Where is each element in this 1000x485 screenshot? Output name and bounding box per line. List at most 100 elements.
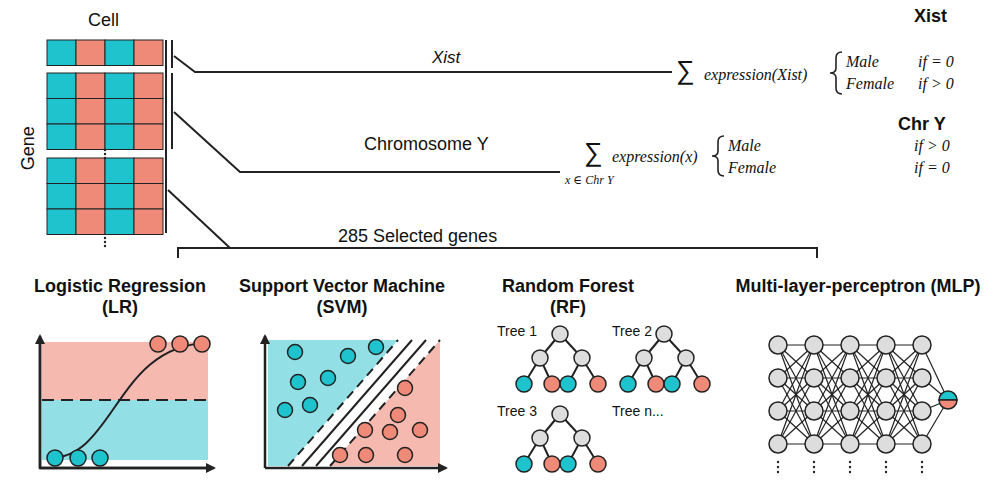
matrix-cell [134, 73, 163, 99]
formula-case: Male [846, 53, 879, 71]
tree-label: Tree 2 [612, 323, 652, 339]
ellipsis-dot [104, 241, 106, 243]
matrix-cell [105, 99, 134, 125]
line-label: Xist [432, 48, 460, 68]
dot [664, 376, 680, 392]
dot [678, 350, 694, 366]
stroke [939, 400, 957, 409]
dot [544, 456, 560, 472]
stroke [850, 345, 886, 444]
matrix-cell [76, 99, 105, 125]
dot [532, 430, 548, 446]
axis-label: Cell [88, 10, 119, 31]
sum-symbol: ∑ [676, 56, 695, 86]
ellipsis-dot [104, 157, 106, 159]
stroke [778, 345, 814, 444]
neural-network [769, 336, 957, 473]
dot [544, 376, 560, 392]
tree-label: Tree 1 [497, 323, 537, 339]
ellipsis-dot [104, 153, 106, 155]
dot [590, 376, 606, 392]
dot [648, 376, 664, 392]
dot [769, 402, 787, 420]
matrix-cell [134, 158, 163, 184]
ellipsis-dot [104, 245, 106, 247]
dot [913, 435, 931, 453]
matrix-cell [105, 73, 134, 99]
method-title: Xist [914, 6, 947, 27]
dot [841, 369, 859, 387]
logistic-regression-plot [40, 336, 214, 468]
ellipsis-dot [885, 466, 887, 468]
matrix-cell [105, 209, 134, 235]
dot [694, 376, 710, 392]
line-label: Chromosome Y [364, 134, 489, 155]
dot [552, 406, 568, 422]
dot [877, 435, 895, 453]
ellipsis-dot [885, 461, 887, 463]
matrix-cell [47, 209, 76, 235]
dot [913, 369, 931, 387]
dot [560, 456, 576, 472]
matrix-cell [76, 184, 105, 210]
matrix-cell [47, 73, 76, 99]
matrix-cell [134, 124, 163, 150]
matrix-cell [47, 158, 76, 184]
ellipsis-dot [813, 466, 815, 468]
formula-term: expression(Xist) [704, 66, 807, 84]
ellipsis-dot [921, 461, 923, 463]
ellipsis-dot [849, 466, 851, 468]
dot [636, 350, 652, 366]
line-label: 285 Selected genes [338, 226, 497, 247]
ellipsis-dot [921, 466, 923, 468]
dot [805, 369, 823, 387]
dot [574, 350, 590, 366]
ellipsis-dot [813, 471, 815, 473]
matrix-cell [47, 99, 76, 125]
matrix-cell [105, 184, 134, 210]
dot [769, 435, 787, 453]
matrix-cell [105, 40, 134, 66]
matrix-cell [76, 73, 105, 99]
dot [877, 336, 895, 354]
matrix-cell [76, 40, 105, 66]
matrix-cell [47, 124, 76, 150]
formula-condition: if > 0 [914, 137, 950, 155]
dot [532, 350, 548, 366]
formula-condition: if = 0 [914, 159, 950, 177]
model-title: Logistic Regression (LR) [15, 276, 225, 317]
matrix-cell [76, 158, 105, 184]
dot [913, 402, 931, 420]
matrix-cell [47, 40, 76, 66]
ellipsis-dot [104, 149, 106, 151]
stroke [814, 345, 850, 444]
dot [877, 402, 895, 420]
stroke [814, 345, 850, 444]
dot [841, 336, 859, 354]
formula-case: Female [728, 159, 776, 177]
svm-plot [265, 336, 446, 468]
expression-matrix [47, 40, 163, 247]
dot [620, 376, 636, 392]
matrix-cell [47, 184, 76, 210]
ellipsis-dot [849, 461, 851, 463]
formula-condition: if > 0 [918, 75, 954, 93]
dot [560, 376, 576, 392]
axis-label: Gene [18, 126, 39, 170]
formula-case: Male [728, 137, 761, 155]
ellipsis-dot [104, 237, 106, 239]
matrix-cell [76, 209, 105, 235]
stroke [939, 391, 957, 400]
matrix-cell [134, 99, 163, 125]
matrix-cell [76, 124, 105, 150]
ellipsis-dot [813, 461, 815, 463]
dot [913, 336, 931, 354]
formula-condition: if = 0 [918, 53, 954, 71]
ellipsis-dot [885, 471, 887, 473]
ellipsis-dot [921, 471, 923, 473]
model-title: Multi-layer-perceptron (MLP) [736, 276, 981, 297]
dot [574, 430, 590, 446]
sum-index: x ∈ Chr Y [565, 174, 614, 188]
ellipsis-dot [777, 471, 779, 473]
dot [516, 456, 532, 472]
